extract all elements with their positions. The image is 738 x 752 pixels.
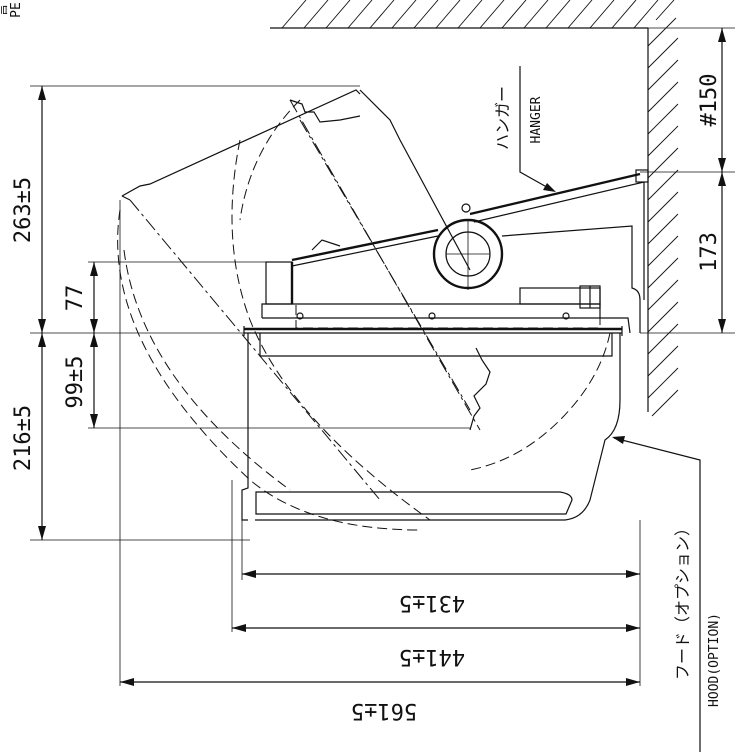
hood-label-jp: フード（オプション） xyxy=(673,520,692,680)
dim-150: #150 xyxy=(697,74,722,127)
hanger-bracket xyxy=(461,169,649,300)
hood-outline xyxy=(241,333,621,521)
unit-body xyxy=(243,218,641,357)
wall-hatching xyxy=(647,17,679,417)
ceiling-hatching xyxy=(270,0,675,29)
hanger-label-jp: ハンガー xyxy=(493,86,512,150)
dimension-lines xyxy=(38,28,726,686)
dim-173: 173 xyxy=(697,232,722,272)
hood-label-en: HOOD(OPTION) xyxy=(707,613,722,707)
reference-lines xyxy=(30,27,735,686)
dim-263: 263±5 xyxy=(11,177,36,243)
dim-216: 216±5 xyxy=(11,405,36,471)
panel-swing-outline xyxy=(117,89,611,531)
corner-label-jp: 言 xyxy=(0,3,10,16)
dim-77: 77 xyxy=(63,285,88,312)
dim-431: 431±5 xyxy=(399,590,465,615)
dim-561: 561±5 xyxy=(351,698,417,723)
corner-label-en: PE xyxy=(9,2,24,18)
leader-lines xyxy=(519,66,701,752)
dim-99: 99±5 xyxy=(63,356,88,409)
dim-441: 441±5 xyxy=(399,644,465,669)
hanger-label-en: HANGER xyxy=(529,96,544,143)
